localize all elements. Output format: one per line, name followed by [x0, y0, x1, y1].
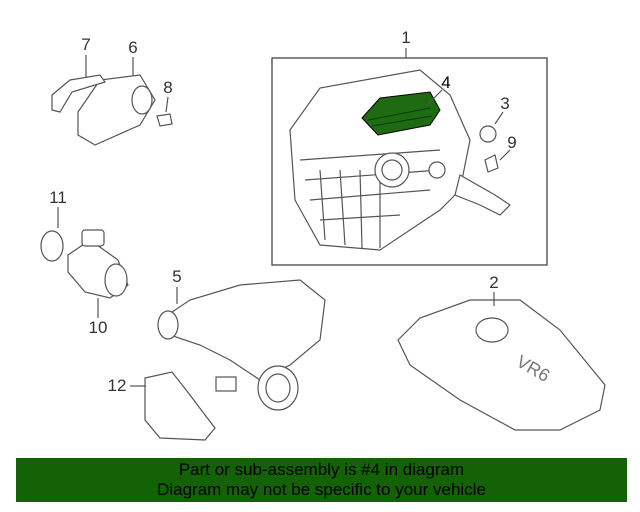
part-3-seal[interactable]	[479, 125, 497, 143]
part-info-banner: Part or sub-assembly is #4 in diagram Di…	[16, 458, 627, 502]
callout-3: 3	[500, 94, 510, 113]
banner-line-2: Diagram may not be specific to your vehi…	[157, 480, 486, 499]
callout-6: 6	[128, 38, 138, 57]
callout-12: 12	[107, 376, 127, 395]
part-5-intake-hose[interactable]	[157, 279, 326, 411]
callout-10: 10	[88, 318, 108, 337]
part-12-breather-hose[interactable]	[144, 371, 216, 441]
callout-8: 8	[163, 78, 173, 97]
callout-4: 4	[441, 73, 451, 92]
part-7-bracket[interactable]	[51, 74, 106, 113]
callout-2: 2	[489, 273, 499, 292]
callout-1: 1	[401, 28, 411, 47]
part-10-mass-air-flow-sensor[interactable]	[67, 229, 129, 299]
part-2-engine-cover[interactable]: VR6	[397, 299, 606, 431]
assembly-1-frame	[271, 57, 548, 266]
part-9-clip[interactable]	[484, 154, 499, 173]
callout-5: 5	[172, 267, 182, 286]
banner-line-1: Part or sub-assembly is #4 in diagram	[178, 460, 465, 479]
part-11-o-ring[interactable]	[40, 230, 64, 262]
callout-9: 9	[507, 133, 517, 152]
callout-11: 11	[49, 188, 67, 207]
part-8-grommet[interactable]	[156, 113, 173, 127]
callout-7: 7	[81, 35, 91, 54]
